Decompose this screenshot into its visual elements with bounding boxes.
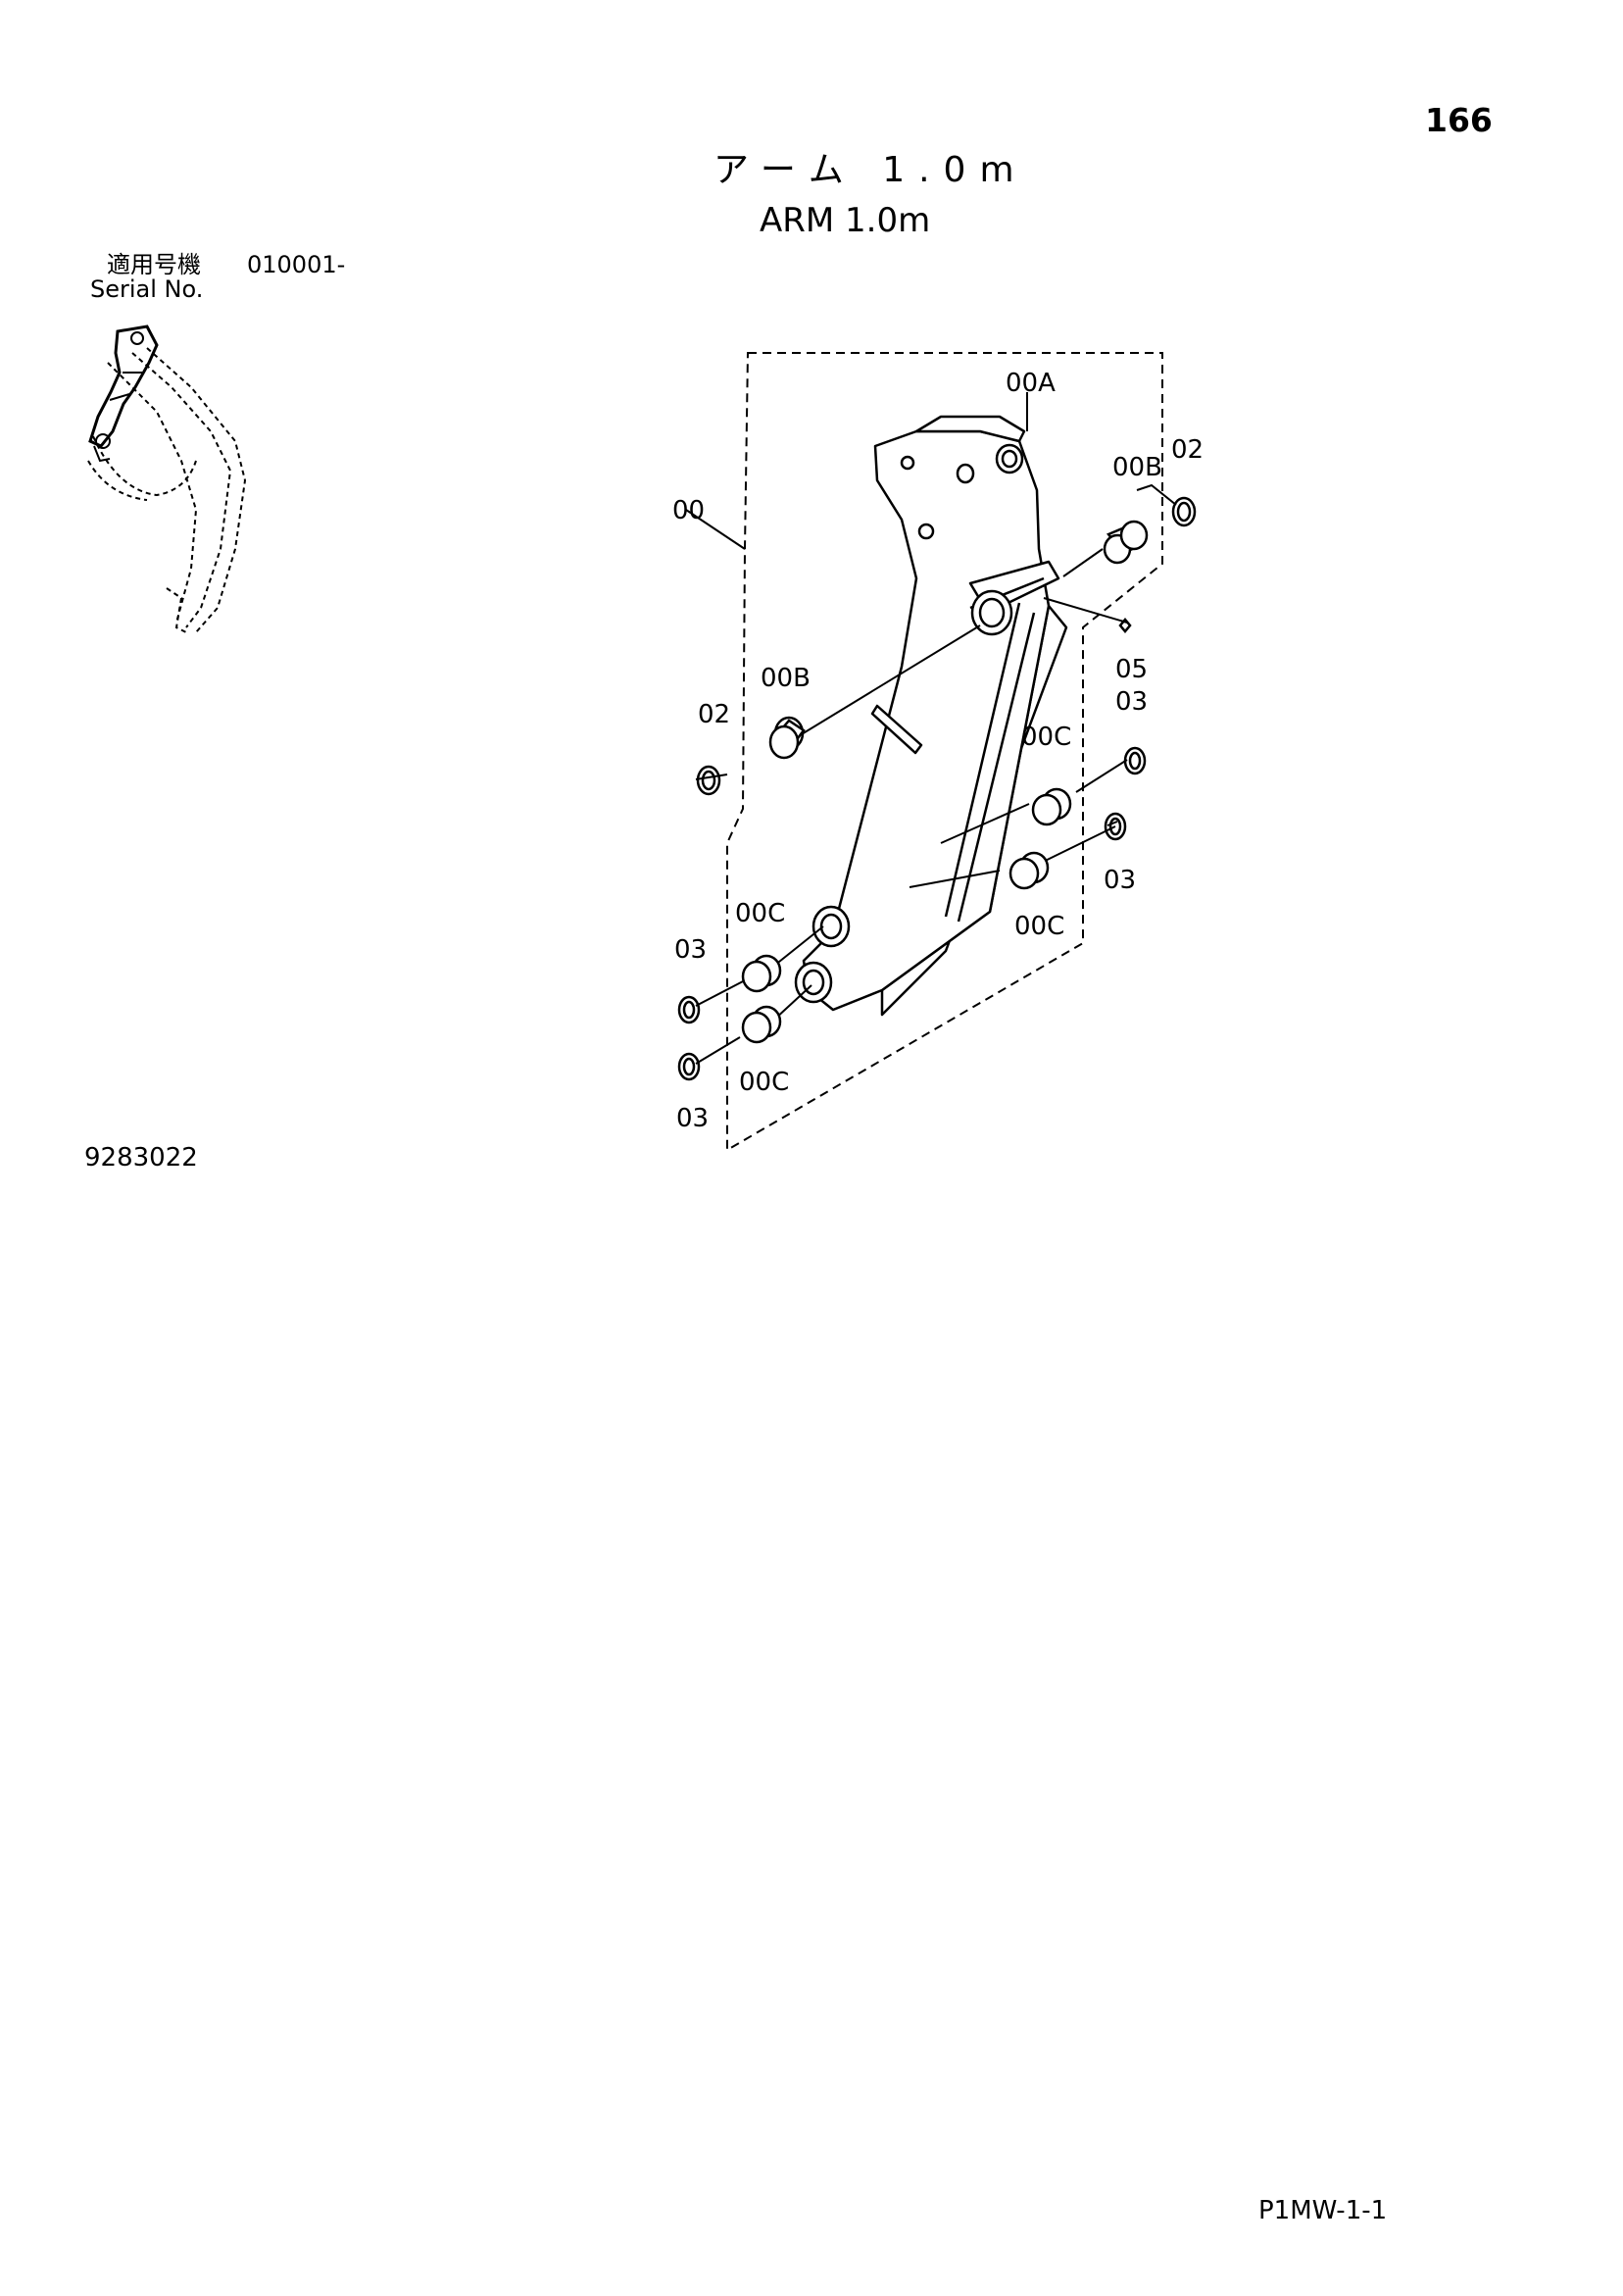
callout-00a: 00A <box>1006 369 1056 398</box>
footer-code: P1MW-1-1 <box>1258 2196 1388 2225</box>
page-title-japanese: アーム 1.0m <box>713 150 1028 190</box>
page-number: 166 <box>1425 101 1493 139</box>
callout-labels: 00 00A 00B 02 05 03 00B 02 00C 03 00C 00… <box>672 369 1204 1133</box>
callout-00c-right-top: 00C <box>1021 723 1071 752</box>
leader-lines <box>685 392 1177 1065</box>
bushing-00c-left-bottom <box>741 1005 782 1044</box>
callout-00c-right-bottom: 00C <box>1014 912 1064 941</box>
bushing-00c-right-bottom <box>1008 851 1050 890</box>
callout-05: 05 <box>1115 655 1148 684</box>
ring-parts <box>677 496 1197 1081</box>
ring-03-left-top <box>677 995 701 1024</box>
page-title-english: ARM 1.0m <box>760 201 931 240</box>
bushing-00b-top <box>1103 520 1149 565</box>
ring-03-left-bottom <box>677 1052 701 1081</box>
assembly-boundary <box>726 352 1163 1152</box>
callout-00c-left-top: 00C <box>735 899 785 928</box>
ring-02-left <box>696 765 721 796</box>
bushing-00c-left-top <box>741 954 782 993</box>
bushing-00c-right-top <box>1031 787 1072 826</box>
callout-00b-top: 00B <box>1112 453 1162 482</box>
bushing-parts <box>741 520 1149 1044</box>
callout-02-left: 02 <box>698 700 730 729</box>
ring-03-right-bottom <box>1104 812 1127 841</box>
callout-02-top: 02 <box>1171 435 1204 465</box>
callout-00c-left-bottom: 00C <box>739 1068 789 1097</box>
callout-03-left-bottom: 03 <box>676 1104 709 1133</box>
serial-label-japanese: 適用号機 <box>107 251 201 278</box>
serial-number-value: 010001- <box>247 251 346 278</box>
callout-03-right-top: 03 <box>1115 687 1148 717</box>
callout-03-left-top: 03 <box>674 935 707 965</box>
diagram-number: 9283022 <box>84 1143 198 1173</box>
callout-03-right-bottom: 03 <box>1104 866 1136 895</box>
callout-00: 00 <box>672 496 705 525</box>
serial-label-english: Serial No. <box>90 275 204 303</box>
ring-02-top <box>1171 496 1197 527</box>
pin-05 <box>1118 618 1132 633</box>
bushing-00b-left <box>768 716 806 760</box>
excavator-locator-thumbnail <box>87 324 247 633</box>
ring-03-right-top <box>1123 746 1147 775</box>
arm-body <box>794 415 1068 1017</box>
callout-00b-left: 00B <box>761 664 811 693</box>
